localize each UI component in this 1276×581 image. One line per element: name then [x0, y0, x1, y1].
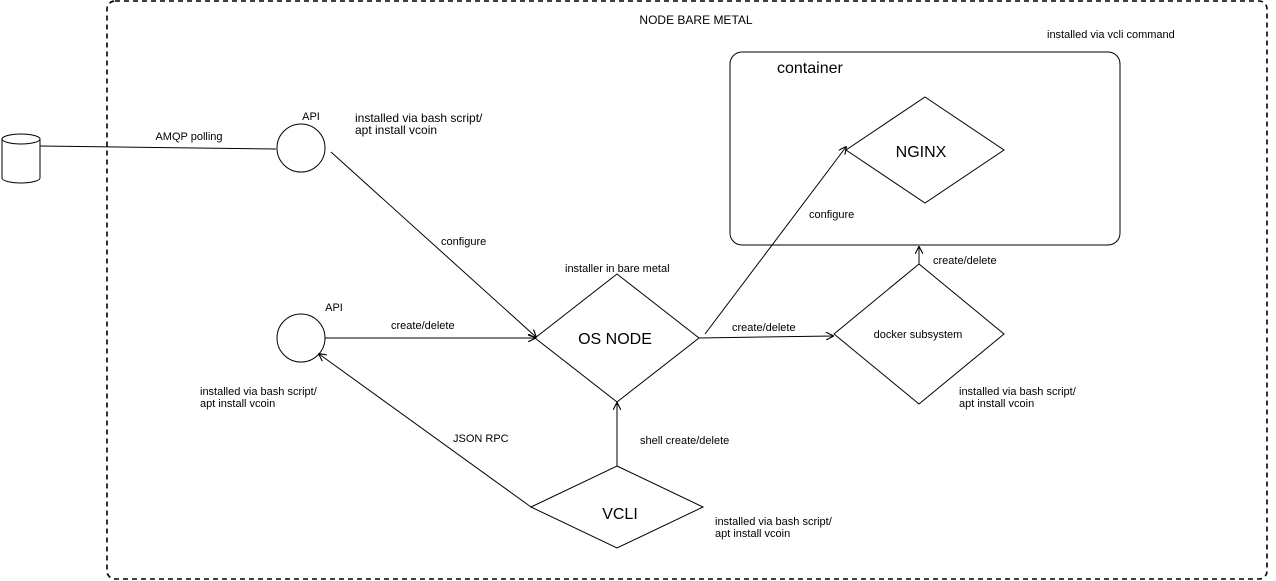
api-top-install-line-2: apt install vcoin	[355, 123, 437, 137]
configure-nginx-edge	[704, 147, 846, 335]
container-label: container	[777, 60, 843, 77]
frame-title: NODE BARE METAL	[639, 13, 752, 27]
vcli-label: VCLI	[602, 506, 638, 523]
os-node	[534, 273, 700, 403]
vcli-command-note: installed via vcli command	[1047, 29, 1175, 41]
api-bottom-install-line-1: installed via bash script/	[200, 386, 318, 398]
api-bottom-node	[276, 313, 326, 363]
api-top-label: API	[302, 111, 320, 123]
docker-label: docker subsystem	[874, 329, 963, 341]
api-top-node	[276, 123, 326, 173]
installer-bare-metal-note: installer in bare metal	[565, 263, 670, 275]
json-rpc-label: JSON RPC	[453, 433, 509, 445]
vcli-install-line-2: apt install vcoin	[715, 528, 790, 540]
nginx-node	[845, 96, 1005, 204]
container-create-delete-label: create/delete	[933, 255, 997, 267]
api-top-install-line-1: installed via bash script/	[355, 111, 483, 125]
os-node-label: OS NODE	[578, 331, 652, 348]
vcli-node	[529, 465, 705, 549]
docker-node	[833, 263, 1005, 405]
node-bare-metal-frame	[106, 0, 1268, 580]
json-rpc-edge	[319, 354, 532, 508]
configure-os-label: configure	[441, 236, 486, 248]
docker-install-line-1: installed via bash script/	[959, 386, 1077, 398]
docker-create-delete-label: create/delete	[732, 322, 796, 334]
shell-label: shell create/delete	[640, 435, 729, 447]
database-cylinder	[1, 133, 41, 184]
api-bottom-label: API	[325, 302, 343, 314]
api-bottom-install-line-2: apt install vcoin	[200, 398, 275, 410]
configure-os-edge	[330, 151, 536, 337]
vcli-install-line-1: installed via bash script/	[715, 516, 833, 528]
api-create-delete-label: create/delete	[391, 320, 455, 332]
configure-nginx-label: configure	[809, 209, 854, 221]
amqp-label: AMQP polling	[155, 131, 222, 143]
docker-create-delete-edge	[698, 336, 833, 338]
amqp-edge	[39, 145, 277, 150]
nginx-label: NGINX	[896, 144, 947, 161]
docker-install-line-2: apt install vcoin	[959, 398, 1034, 410]
